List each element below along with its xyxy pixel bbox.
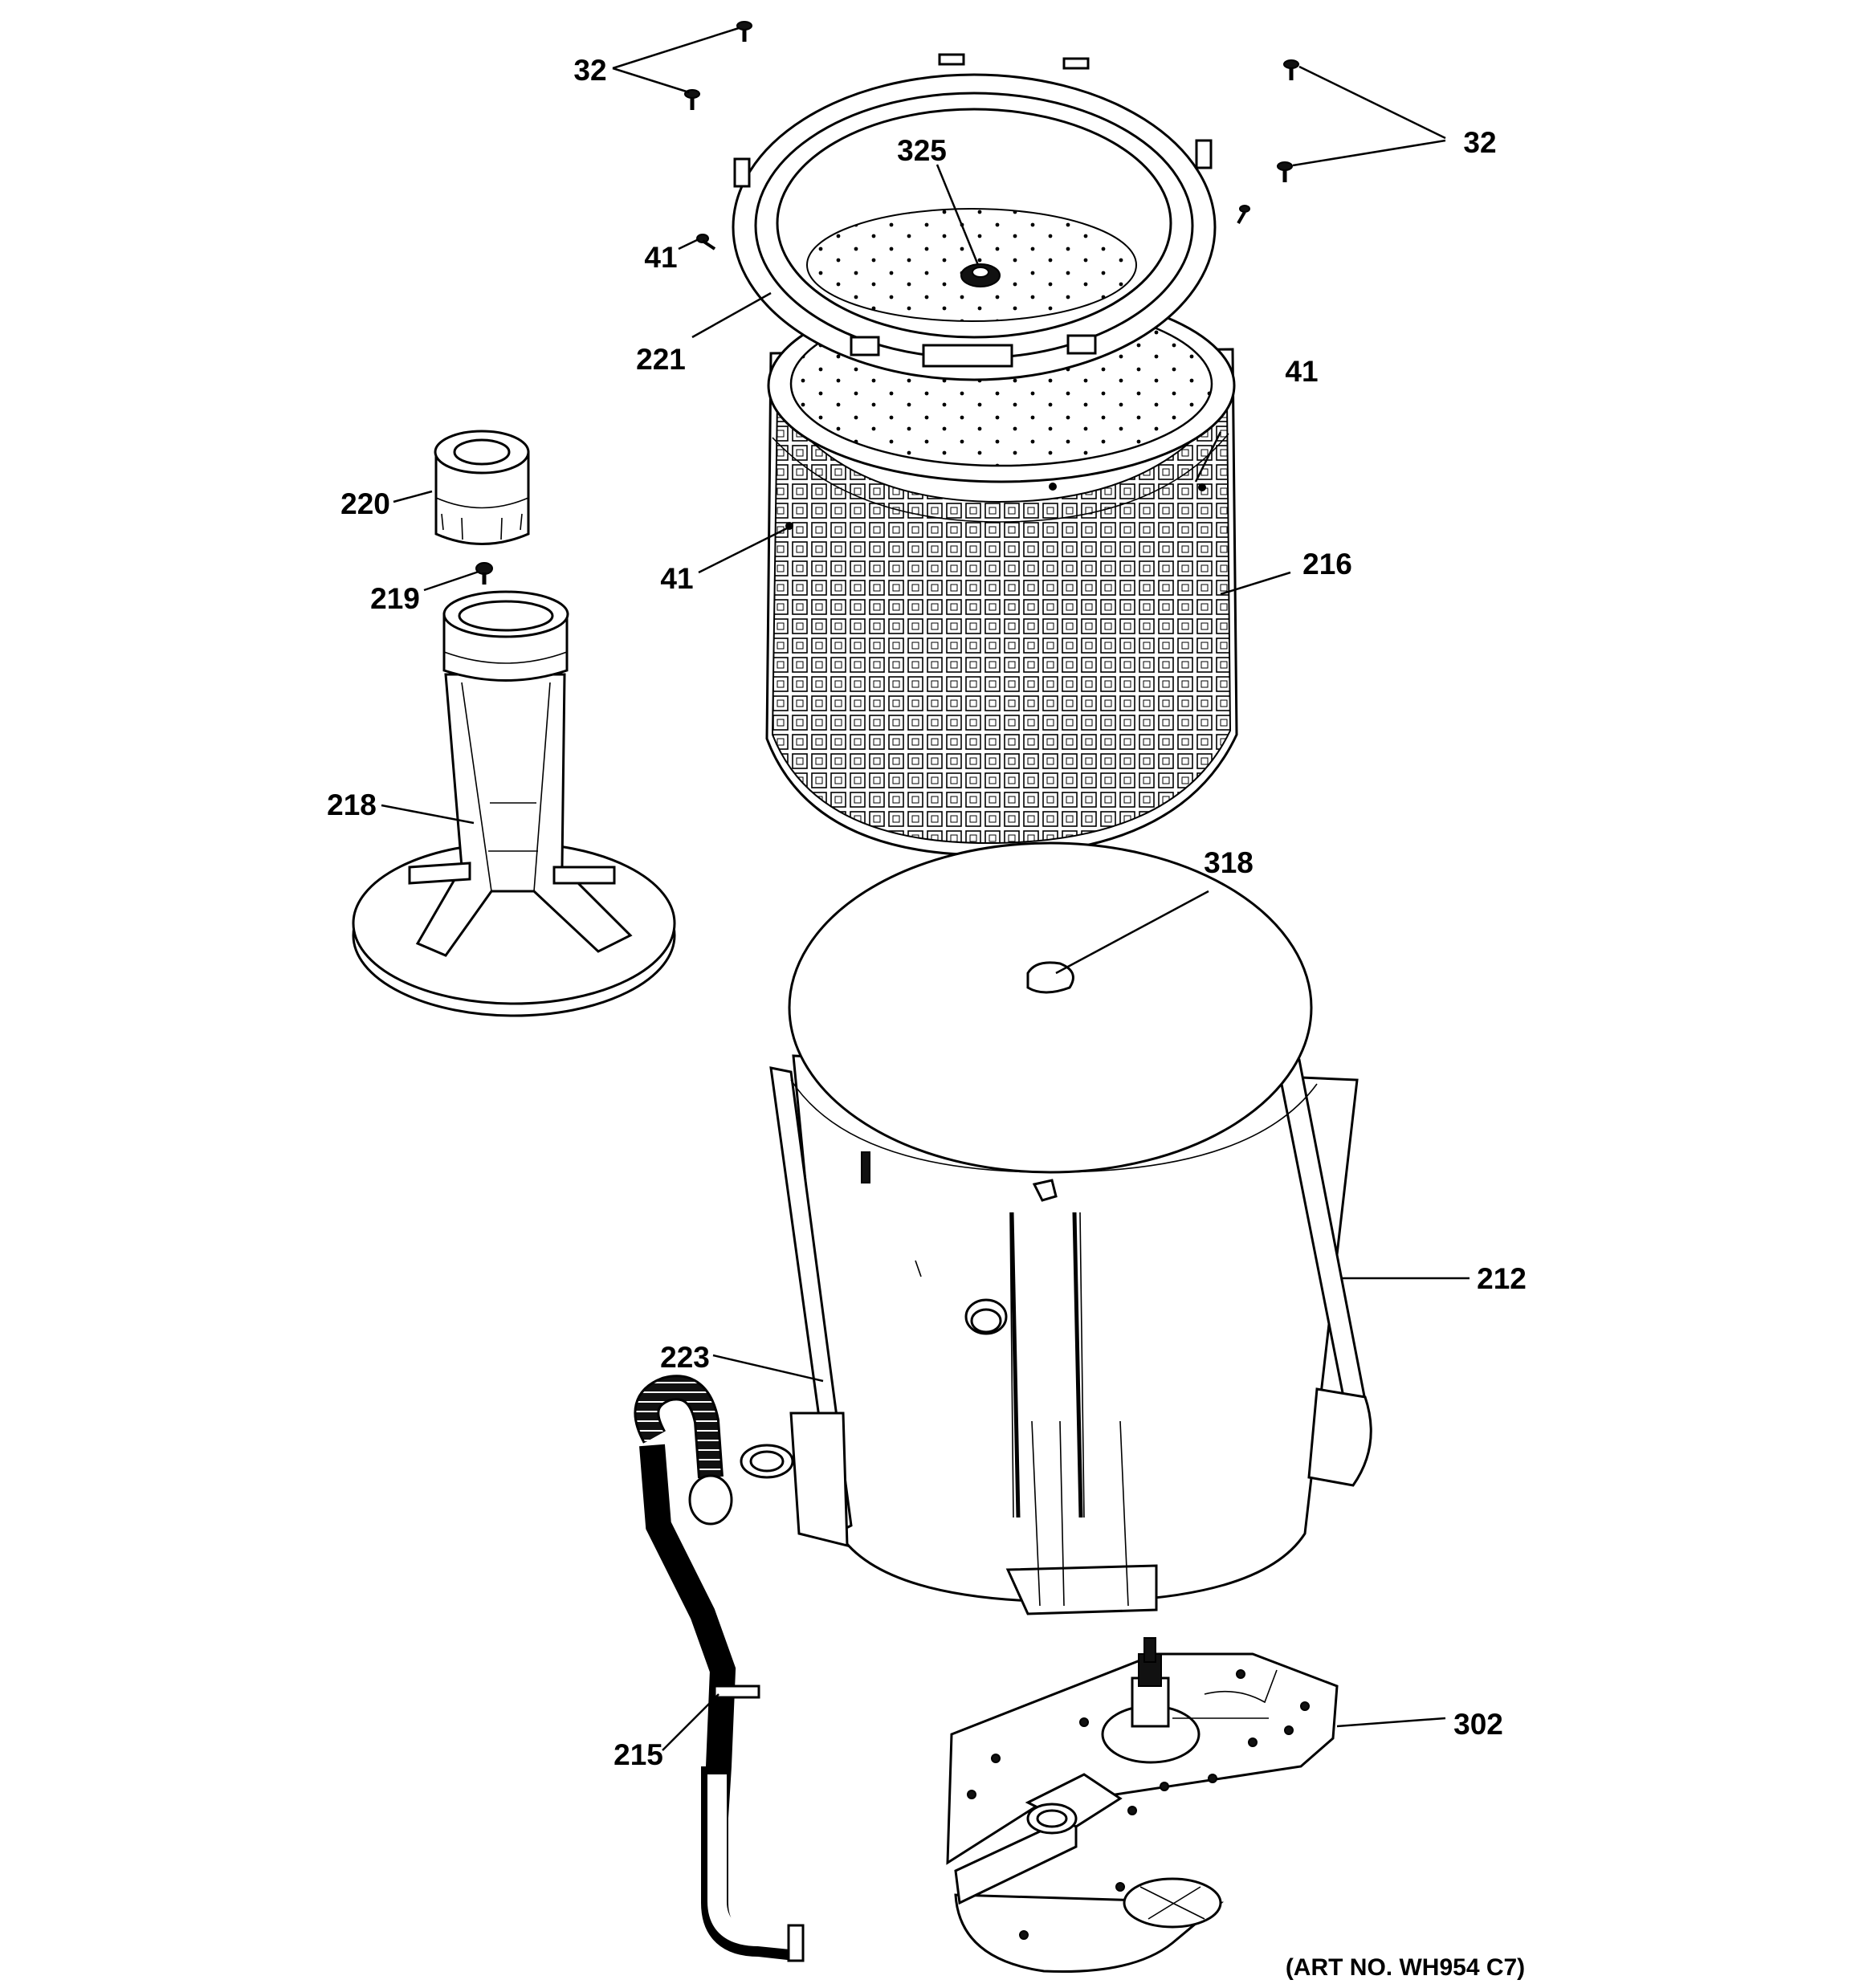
callout-325: 325	[897, 134, 947, 167]
callout-215: 215	[614, 1738, 663, 1771]
callout-212: 212	[1477, 1262, 1527, 1295]
callout-218: 218	[327, 788, 377, 821]
callout-32-top-left: 32	[573, 54, 606, 87]
callout-318: 318	[1204, 846, 1253, 879]
balance-ring	[732, 53, 1217, 381]
screw-32-c	[1283, 59, 1299, 80]
callout-223: 223	[660, 1341, 710, 1374]
hub-325	[960, 263, 1001, 287]
callout-32-top-right: 32	[1463, 126, 1496, 159]
art-number: (ART NO. WH954 C7)	[1286, 1954, 1525, 1981]
callout-219: 219	[370, 582, 420, 615]
callout-302: 302	[1453, 1708, 1503, 1741]
screw-41-ring-right	[1237, 205, 1250, 224]
callout-216: 216	[1302, 548, 1352, 581]
screw-32-b	[684, 89, 700, 110]
callout-220: 220	[340, 487, 390, 520]
callout-41-basket-left: 41	[660, 562, 693, 595]
bolt-219	[475, 562, 493, 585]
callout-41-ring: 41	[644, 241, 677, 274]
agitator	[352, 590, 676, 1017]
callout-221: 221	[636, 343, 686, 376]
screw-41-ring	[696, 234, 716, 251]
transmission	[946, 1637, 1339, 1974]
drain-hose	[634, 1375, 805, 1962]
outer-tub	[769, 841, 1372, 1615]
agitator-cap	[434, 430, 530, 545]
screw-32-d	[1277, 161, 1293, 182]
callout-41-basket-right: 41	[1285, 355, 1318, 388]
screw-32-a	[736, 21, 752, 42]
